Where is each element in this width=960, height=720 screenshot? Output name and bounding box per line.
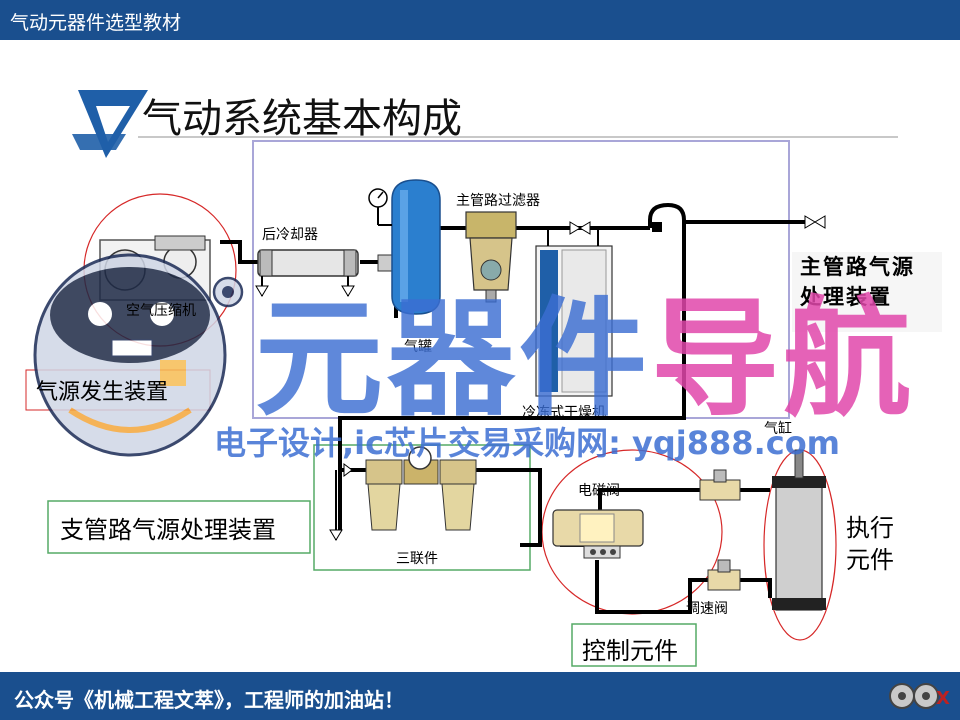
speed-valve-graphic (699, 469, 741, 591)
watermark-title: 元器件导航 (255, 255, 915, 440)
slide-heading: 气动系统基本构成 (142, 96, 462, 142)
watermark-pink-text: 导航 (651, 285, 916, 434)
title-bar: 气动元器件选型教材 (0, 0, 960, 40)
frl-frame (313, 444, 531, 571)
footer-gear-logo-icon: X (889, 683, 950, 709)
footer-text: 公众号《机械工程文萃》，工程师的加油站！ (14, 688, 404, 712)
tank-label: 气罐 (404, 339, 432, 355)
cylinder-label: 气缸 (764, 421, 792, 437)
aftercooler-label: 后冷却器 (262, 227, 318, 243)
main-filter-graphic (465, 211, 517, 303)
watermark-subtitle: 电子设计,ic芯片交易采购网: yqj888.com (214, 424, 841, 462)
air-source-label: 气源发生装置 (36, 380, 169, 405)
main-source-line2: 处理装置 (800, 284, 892, 309)
robot-mascot (33, 253, 244, 457)
svg-text:X: X (936, 688, 950, 709)
branch-source-label: 支管路气源处理装置 (60, 516, 276, 544)
actuator-line2: 元件 (846, 546, 894, 574)
tank-graphic (368, 179, 441, 315)
speed-valve-label: 调速阀 (686, 601, 728, 617)
actuator-line1: 执行 (846, 514, 894, 542)
main-source-line1: 主管路气源 (800, 254, 915, 279)
frl-graphic (329, 446, 477, 541)
solenoid-valve-label: 电磁阀 (578, 483, 620, 499)
main-filter-label: 主管路过滤器 (456, 193, 540, 209)
watermark-blue-text: 元器件 (255, 285, 652, 434)
dryer-label: 冷冻式干燥机 (522, 405, 606, 421)
branch-frame (47, 500, 311, 554)
solenoid-valve-graphic (552, 509, 644, 559)
company-logo-icon (72, 90, 148, 158)
cylinder-graphic (772, 449, 826, 611)
frl-label: 三联件 (396, 551, 438, 567)
heading-divider (138, 136, 898, 138)
main-source-box: 主管路气源 处理装置 (792, 252, 942, 332)
actuator-label: 执行 元件 (840, 510, 900, 578)
control-frame (571, 623, 697, 667)
dryer-graphic (535, 221, 613, 397)
compressor-label: 空气压缩机 (126, 303, 196, 319)
footer-bar: 公众号《机械工程文萃》，工程师的加油站！ X (0, 672, 960, 720)
control-label: 控制元件 (582, 637, 678, 665)
presentation-title: 气动元器件选型教材 (10, 12, 182, 34)
aftercooler-graphic (255, 249, 393, 297)
